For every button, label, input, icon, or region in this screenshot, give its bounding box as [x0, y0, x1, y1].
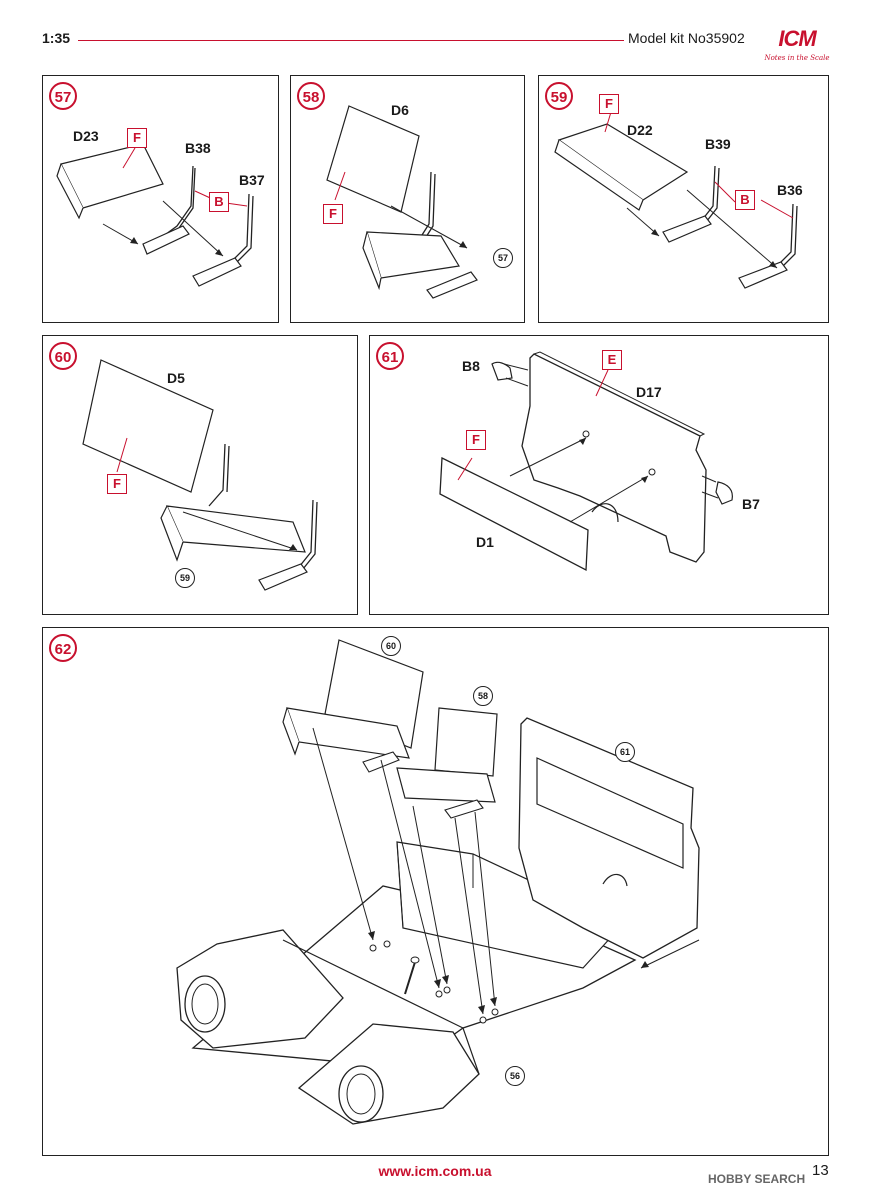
kit-number: Model kit No35902 — [628, 30, 745, 46]
part-label: D17 — [636, 384, 662, 400]
step-61-panel: 61 B8 D17 B7 D1 E F — [369, 335, 829, 615]
step-61-drawing — [439, 351, 733, 572]
step-reference: 58 — [473, 686, 493, 706]
color-code: B — [735, 190, 755, 210]
header-rule — [78, 40, 624, 41]
color-code: F — [466, 430, 486, 450]
step-62-panel: 62 60 58 61 56 — [42, 627, 829, 1156]
step-60-drawing — [82, 359, 318, 591]
step-reference: 56 — [505, 1066, 525, 1086]
footer-url[interactable]: www.icm.com.ua — [378, 1163, 492, 1179]
color-code: E — [602, 350, 622, 370]
step-62-drawing — [176, 639, 700, 1125]
step-reference: 57 — [493, 248, 513, 268]
page-number: 13 — [812, 1162, 829, 1179]
part-label: D22 — [627, 122, 653, 138]
color-code: F — [599, 94, 619, 114]
step-58-drawing — [326, 105, 478, 299]
step-number: 59 — [545, 82, 573, 110]
part-label: D23 — [73, 128, 99, 144]
logo-text: ICM — [778, 26, 816, 51]
part-label: B39 — [705, 136, 731, 152]
step-number: 58 — [297, 82, 325, 110]
step-58-panel: 58 D6 F 57 — [290, 75, 525, 323]
step-reference: 60 — [381, 636, 401, 656]
part-label: D1 — [476, 534, 494, 550]
step-57-panel: 57 D23 B38 B37 F B — [42, 75, 279, 323]
part-label: D5 — [167, 370, 185, 386]
watermark: HOBBY SEARCH — [708, 1172, 806, 1186]
color-code: B — [209, 192, 229, 212]
step-number: 60 — [49, 342, 77, 370]
part-label: B8 — [462, 358, 480, 374]
logo-tagline: Notes in the Scale — [764, 54, 830, 62]
part-label: B37 — [239, 172, 265, 188]
color-code: F — [127, 128, 147, 148]
part-label: D6 — [391, 102, 409, 118]
step-number: 61 — [376, 342, 404, 370]
step-reference: 59 — [175, 568, 195, 588]
step-number: 62 — [49, 634, 77, 662]
step-reference: 61 — [615, 742, 635, 762]
part-label: B38 — [185, 140, 211, 156]
color-code: F — [323, 204, 343, 224]
step-59-drawing — [554, 111, 798, 289]
step-59-panel: 59 D22 B39 B36 F B — [538, 75, 829, 323]
icm-logo: ICM Notes in the Scale — [764, 22, 830, 72]
step-60-panel: 60 D5 F 59 — [42, 335, 358, 615]
step-57-drawing — [56, 143, 254, 287]
step-number: 57 — [49, 82, 77, 110]
scale-label: 1:35 — [42, 30, 71, 46]
part-label: B7 — [742, 496, 760, 512]
part-label: B36 — [777, 182, 803, 198]
color-code: F — [107, 474, 127, 494]
